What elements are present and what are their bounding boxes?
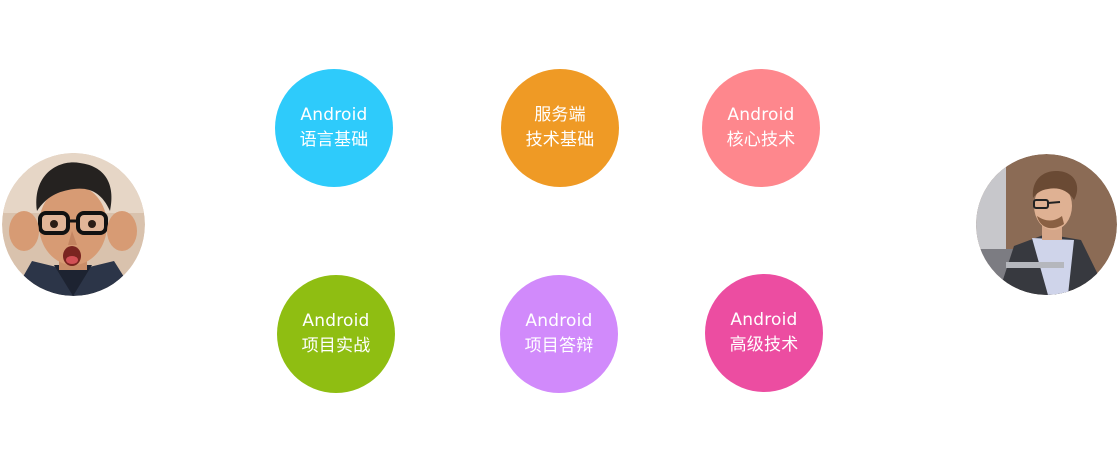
module-title: Android <box>525 311 593 331</box>
module-title: Android <box>730 310 798 330</box>
working-student-avatar-icon <box>976 154 1117 295</box>
module-subtitle: 技术基础 <box>525 130 595 150</box>
left-student-avatar <box>2 153 145 296</box>
module-subtitle: 项目实战 <box>301 336 371 356</box>
module-android-project-defense[interactable]: Android 项目答辩 <box>500 275 618 393</box>
module-subtitle: 核心技术 <box>726 130 796 150</box>
module-server-tech-basics[interactable]: 服务端 技术基础 <box>501 69 619 187</box>
module-android-project-practice[interactable]: Android 项目实战 <box>277 275 395 393</box>
module-android-advanced-tech[interactable]: Android 高级技术 <box>705 274 823 392</box>
surprised-student-avatar-icon <box>2 153 145 296</box>
module-subtitle: 语言基础 <box>299 130 369 150</box>
module-title: Android <box>300 105 368 125</box>
module-android-core-tech[interactable]: Android 核心技术 <box>702 69 820 187</box>
module-title: Android <box>302 311 370 331</box>
module-subtitle: 项目答辩 <box>524 336 594 356</box>
module-android-language-basics[interactable]: Android 语言基础 <box>275 69 393 187</box>
module-title: 服务端 <box>534 105 586 125</box>
module-subtitle: 高级技术 <box>729 335 799 355</box>
module-title: Android <box>727 105 795 125</box>
right-student-avatar <box>976 154 1117 295</box>
